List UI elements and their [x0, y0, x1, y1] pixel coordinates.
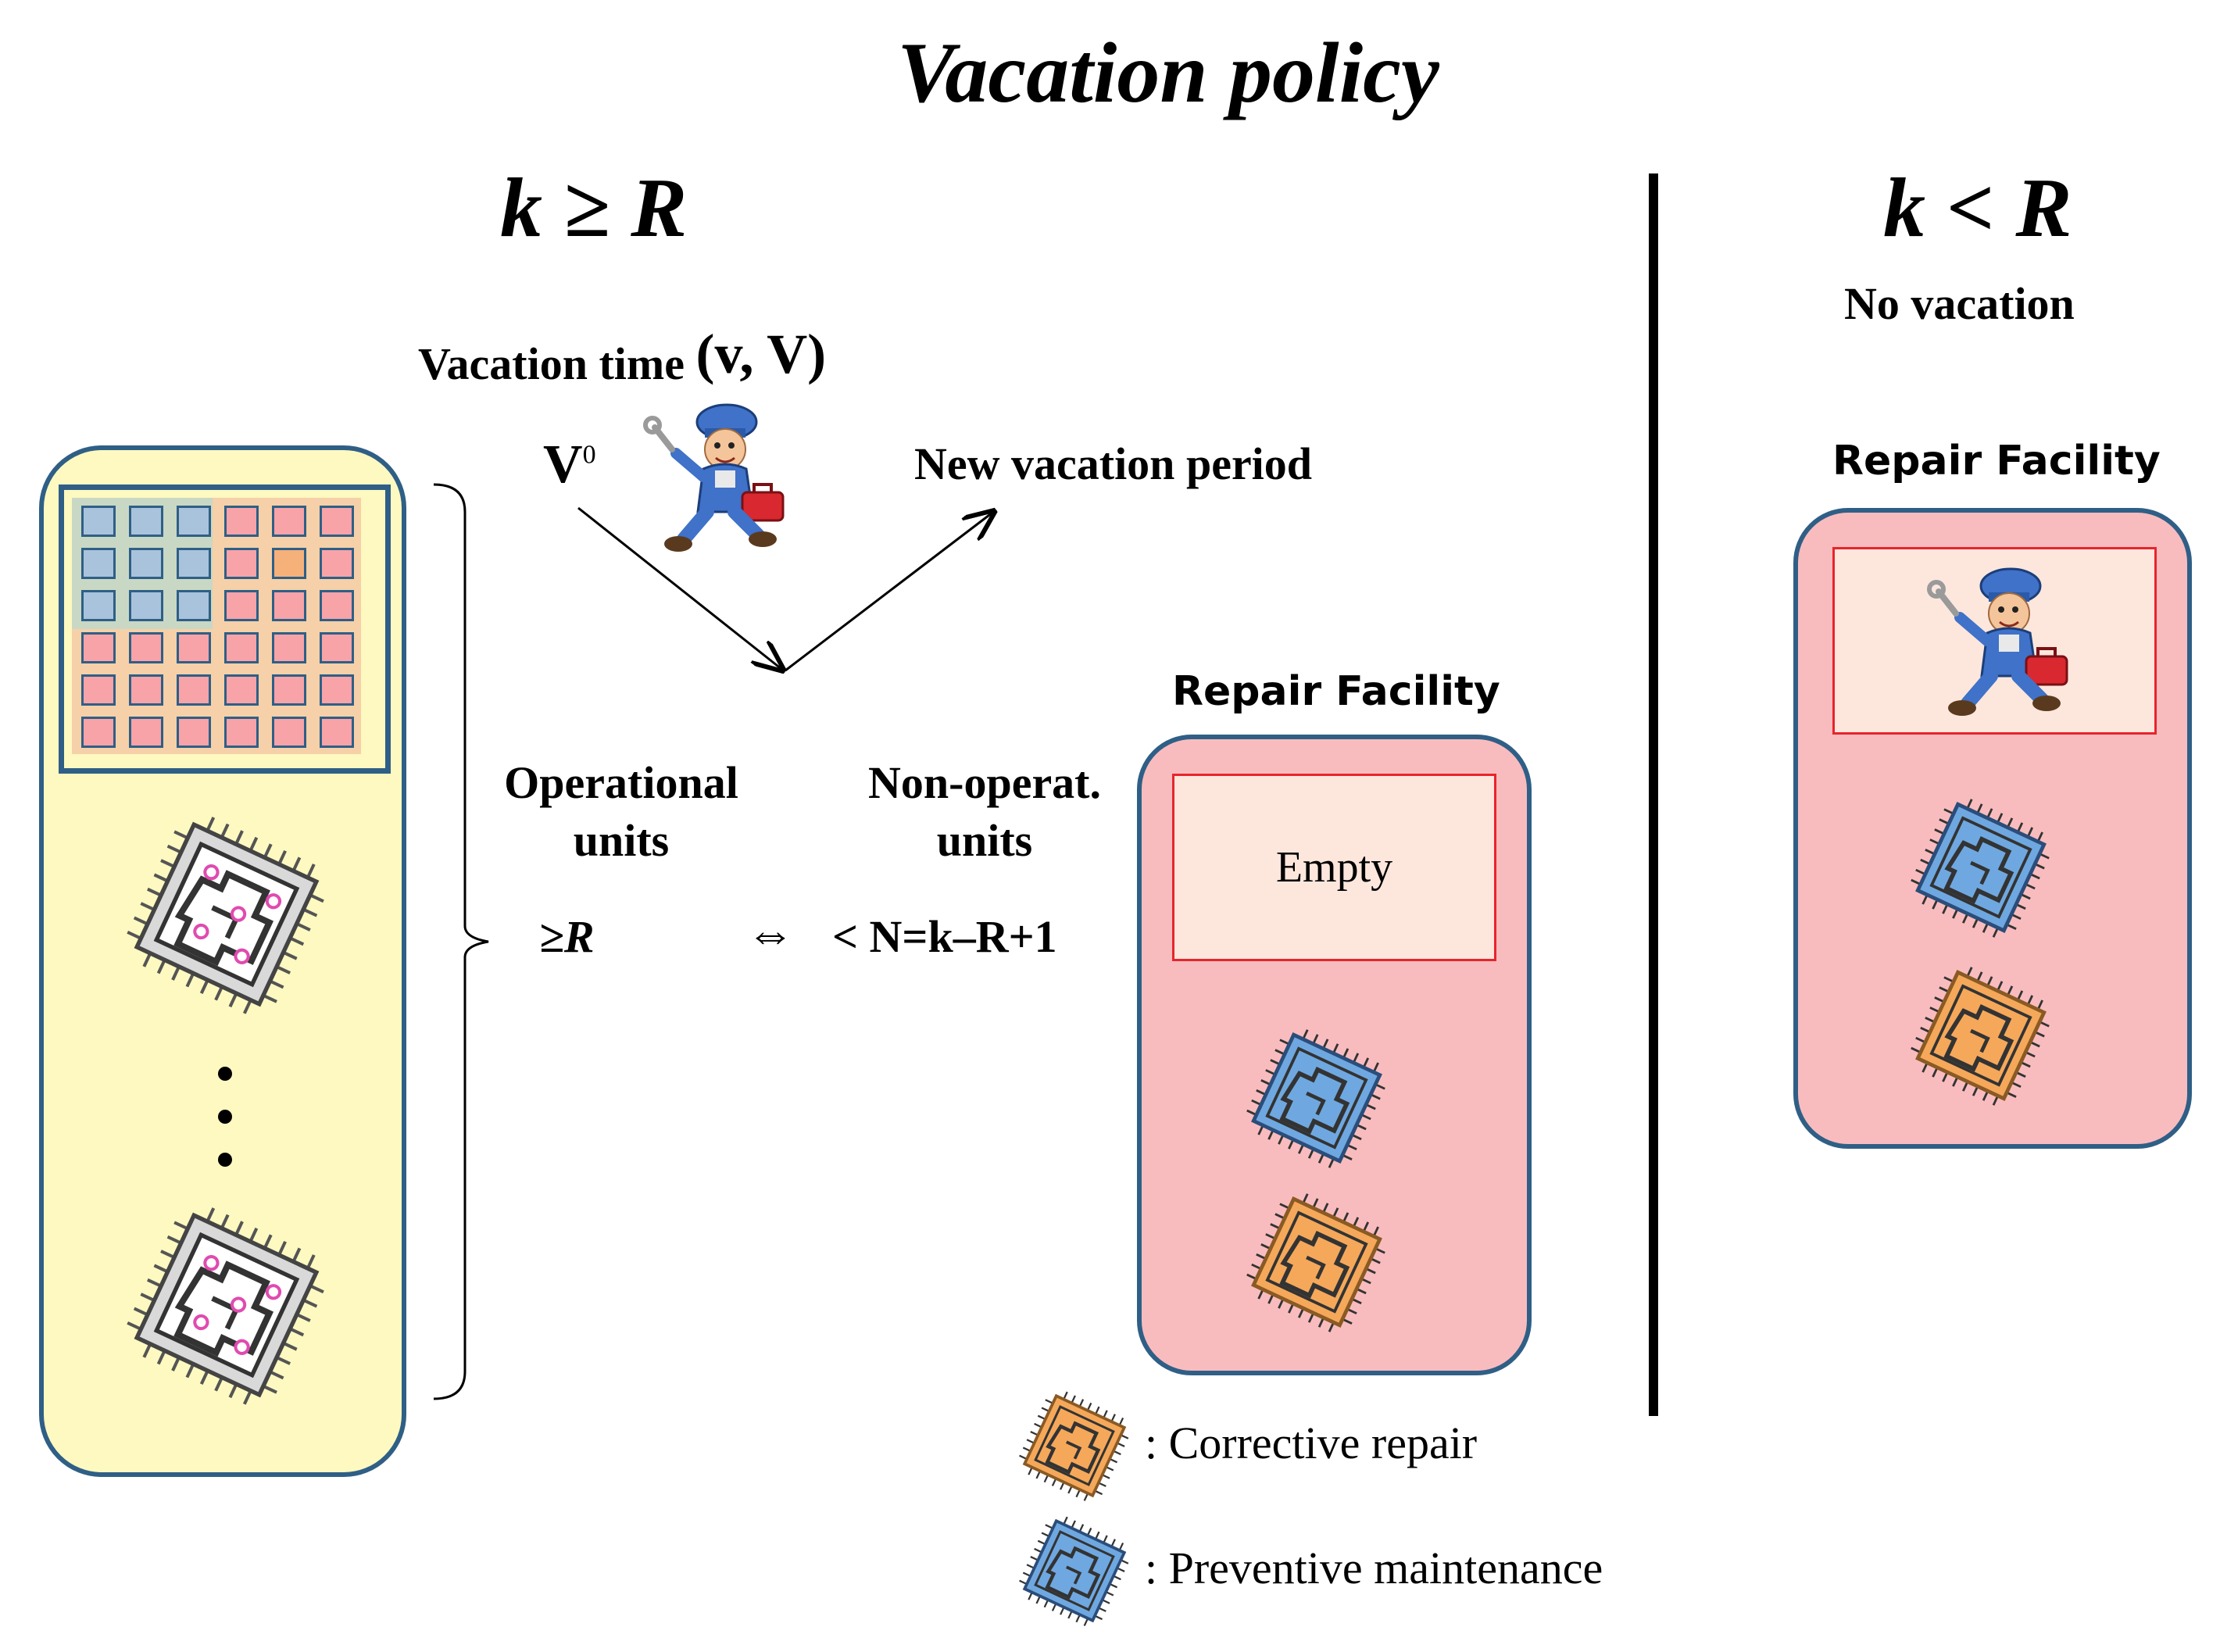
blue-chip-icon [1016, 1512, 1133, 1629]
vacation-time-params: (v, V) [695, 323, 827, 385]
unit-cell [177, 590, 211, 621]
unit-cell [272, 632, 306, 663]
unit-cell [224, 674, 259, 706]
unit-cell [129, 590, 163, 621]
unit-cell [320, 548, 354, 579]
server-slot-right [1832, 547, 2157, 735]
diagram-title: Vacation policy [897, 25, 1439, 120]
equivalence-symbol: ⇔ [746, 907, 795, 960]
unit-cell [129, 548, 163, 579]
right-condition: k < R [1883, 162, 2072, 255]
unit-cell [177, 632, 211, 663]
unit-cell [81, 717, 116, 748]
unit-cell [224, 506, 259, 537]
unit-cell [177, 674, 211, 706]
unit-cell [272, 590, 306, 621]
unit-cell [272, 548, 306, 579]
grid-lower-zone [72, 629, 361, 754]
unit-cell [81, 590, 116, 621]
legend-item-corrective: : Corrective repair [1016, 1387, 1954, 1504]
ellipsis-dot [218, 1067, 232, 1081]
no-vacation-label: No vacation [1844, 278, 2075, 329]
legend-label-corrective: : Corrective repair [1145, 1418, 1478, 1468]
blue-chip-icon [1903, 789, 2059, 946]
non-operational-units-label: Non-operat.units [867, 757, 1101, 866]
unit-cell [129, 632, 163, 663]
unit-cell [224, 548, 259, 579]
mechanic-icon [621, 391, 801, 563]
operational-chip-icon [109, 797, 344, 1032]
ellipsis-dot [218, 1110, 232, 1124]
empty-label: Empty [1275, 843, 1393, 892]
ellipsis-dot [218, 1153, 232, 1167]
legend-label-preventive: : Preventive maintenance [1145, 1543, 1603, 1593]
legend-item-preventive: : Preventive maintenance [1016, 1512, 1954, 1629]
orange-chip-icon [1239, 1184, 1395, 1340]
lt-expression: < N=k–R+1 [832, 911, 1057, 962]
unit-grid [59, 485, 391, 774]
unit-cell [320, 590, 354, 621]
unit-cell [272, 717, 306, 748]
unit-cell [224, 632, 259, 663]
unit-cell [224, 590, 259, 621]
unit-cell [320, 632, 354, 663]
brace [433, 483, 489, 1400]
unit-cell [81, 674, 116, 706]
new-vacation-period-label: New vacation period [914, 438, 1313, 489]
left-condition: k ≥ R [500, 162, 688, 255]
orange-chip-icon [1903, 957, 2059, 1114]
unit-cell [81, 506, 116, 537]
unit-cell [320, 506, 354, 537]
v0-label: V0 [543, 434, 596, 495]
repair-facility-label-right: Repair Facility [1832, 438, 2161, 485]
unit-cell [177, 506, 211, 537]
divider-line [1649, 173, 1658, 1416]
unit-cell [129, 717, 163, 748]
repair-facility-label-middle: Repair Facility [1172, 668, 1500, 715]
unit-cell [320, 717, 354, 748]
unit-cell [177, 548, 211, 579]
ge-r-label: ≥R [539, 911, 595, 962]
vacation-arrows [577, 485, 1016, 680]
blue-chip-icon [1239, 1020, 1395, 1176]
unit-cell [81, 632, 116, 663]
mechanic-icon [1905, 555, 2085, 727]
unit-cell [81, 548, 116, 579]
unit-cell [272, 674, 306, 706]
unit-cell [177, 717, 211, 748]
unit-cell [224, 717, 259, 748]
unit-cell [129, 506, 163, 537]
vacation-time-label: Vacation time (v, V) [418, 323, 827, 389]
unit-cell [129, 674, 163, 706]
unit-cell [272, 506, 306, 537]
server-slot-middle: Empty [1172, 774, 1496, 961]
operational-chip-icon [109, 1188, 344, 1422]
orange-chip-icon [1016, 1387, 1133, 1504]
unit-cell [320, 674, 354, 706]
